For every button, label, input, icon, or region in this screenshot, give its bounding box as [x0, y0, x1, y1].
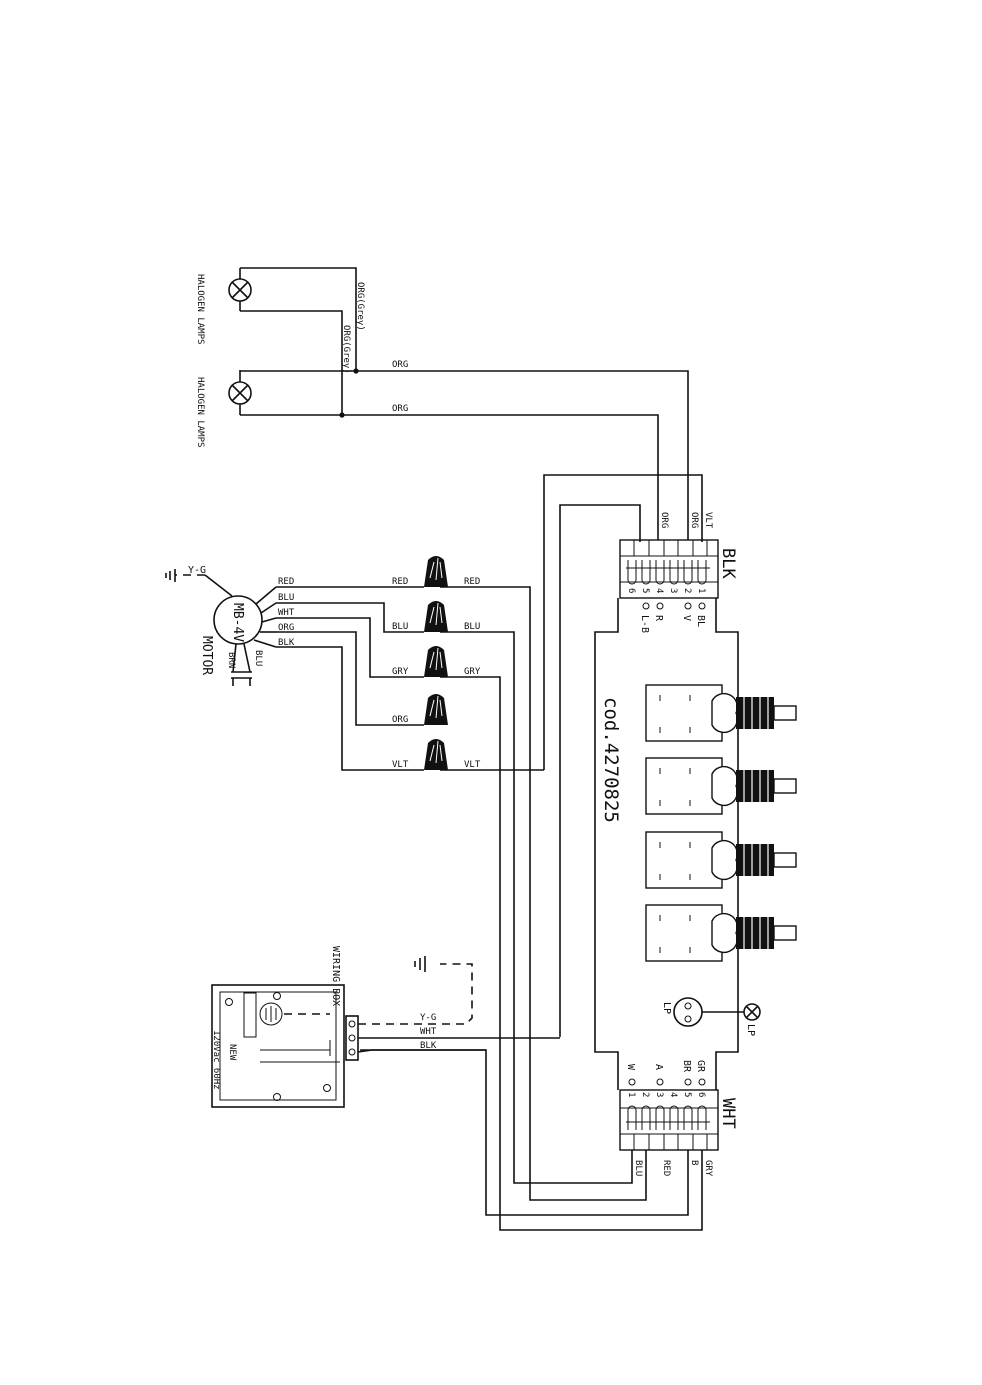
- switch-wht-color: WHT: [718, 1098, 738, 1129]
- motor-model: MB-4V: [230, 603, 245, 642]
- lamp-1-label: HALOGEN LAMPS: [195, 274, 205, 344]
- conn-label-red-right: RED: [464, 577, 480, 587]
- wire-nut-1: [424, 556, 448, 587]
- svg-text:3: 3: [654, 1092, 664, 1097]
- motor-lead-blk: BLK: [278, 638, 295, 648]
- push-switch-4: [646, 905, 796, 961]
- switch-blk-color: BLK: [718, 548, 738, 579]
- push-switch-1: [646, 685, 796, 741]
- wire-label-org-2: ORG: [392, 404, 408, 414]
- supply-label-blk: BLK: [420, 1041, 437, 1051]
- conn-label-blu-right: BLU: [464, 622, 480, 632]
- lamp-2-label: HALOGEN LAMPS: [195, 377, 205, 447]
- sw-top-wire-org-b: ORG: [689, 512, 699, 528]
- lamp-wire-grey-a: ORG(Grey): [355, 282, 365, 331]
- pilot-light: [674, 998, 760, 1026]
- wire-nut-4: [424, 694, 448, 725]
- wiring-box-supply: 120Vac 60Hz: [211, 1030, 221, 1090]
- conn-label-gry-right: GRY: [464, 667, 481, 677]
- svg-text:1: 1: [696, 588, 706, 593]
- switch-wht-label-br: BR: [681, 1060, 692, 1073]
- svg-text:4: 4: [668, 1092, 678, 1097]
- conn-label-vlt-right: VLT: [464, 760, 481, 770]
- sw-top-wire-org-a: ORG: [659, 512, 669, 528]
- switch-wht-label-gr: GR: [695, 1060, 706, 1073]
- pilot-light-label-2: LP: [745, 1024, 756, 1036]
- sw-bot-wire-red: RED: [661, 1160, 671, 1176]
- pilot-light-label-1: LP: [661, 1002, 672, 1014]
- switch-blk-label-bl: BL: [695, 615, 706, 627]
- wiring-box-neutral: NEW: [227, 1044, 237, 1061]
- lamp-wiring: [240, 268, 688, 542]
- switch-wht-label-a: A: [653, 1064, 664, 1070]
- svg-text:5: 5: [640, 588, 650, 593]
- motor-lead-wht: WHT: [278, 608, 295, 618]
- sw-bot-wire-b: B: [689, 1160, 699, 1165]
- motor: [166, 569, 276, 686]
- switch-blk-terminals: [643, 603, 705, 609]
- svg-text:1: 1: [626, 1092, 636, 1097]
- switch-blk-label-v: V: [681, 615, 692, 621]
- motor-label: MOTOR: [199, 636, 214, 675]
- wire-nut-3: [424, 646, 448, 677]
- svg-text:5: 5: [682, 1092, 692, 1097]
- supply-label-wht: WHT: [420, 1027, 437, 1037]
- wiring-box-title: WIRING BOX: [330, 946, 341, 1006]
- switch-blk-label-lb: L-B: [639, 615, 650, 633]
- svg-text:3: 3: [668, 588, 678, 593]
- push-switch-2: [646, 758, 796, 814]
- svg-text:2: 2: [682, 588, 692, 593]
- conn-label-blu-left: BLU: [392, 622, 408, 632]
- motor-leads: [276, 587, 544, 770]
- conn-label-red-left: RED: [392, 577, 408, 587]
- motor-lead-blu: BLU: [278, 593, 294, 603]
- switch-wht: [620, 1090, 718, 1150]
- lamp-wire-grey-b: ORG(Grey): [341, 325, 351, 374]
- halogen-lamp-1: [229, 268, 251, 311]
- svg-text:6: 6: [696, 1092, 706, 1097]
- supply-label-yg: Y-G: [420, 1013, 436, 1023]
- svg-text:2: 2: [640, 1092, 650, 1097]
- sw-bot-wire-blu: BLU: [633, 1160, 643, 1176]
- conn-label-org-left: ORG: [392, 715, 408, 725]
- sw-bot-wire-gry: GRY: [703, 1160, 713, 1177]
- motor-cap-blu: BLU: [253, 650, 263, 666]
- wire-nut-2: [424, 601, 448, 632]
- conn-label-gry-left: GRY: [392, 667, 409, 677]
- push-switch-3: [646, 832, 796, 888]
- motor-ground-label: Y-G: [188, 565, 206, 576]
- halogen-lamp-2: [229, 370, 251, 415]
- wire-label-org-1: ORG: [392, 360, 408, 370]
- switch-wht-terminals: [629, 1079, 705, 1085]
- svg-text:4: 4: [654, 588, 664, 593]
- conn-label-vlt-left: VLT: [392, 760, 409, 770]
- motor-lead-org: ORG: [278, 623, 294, 633]
- motor-cap-brn: BRN: [226, 652, 236, 668]
- board-code: cod.4270825: [600, 697, 622, 823]
- switch-wht-label-w: W: [625, 1064, 636, 1071]
- switch-blk-label-r: R: [653, 615, 664, 622]
- svg-text:6: 6: [626, 588, 636, 593]
- motor-lead-red: RED: [278, 577, 294, 587]
- wire-nut-5: [424, 739, 448, 770]
- sw-top-wire-vlt: VLT: [703, 512, 713, 529]
